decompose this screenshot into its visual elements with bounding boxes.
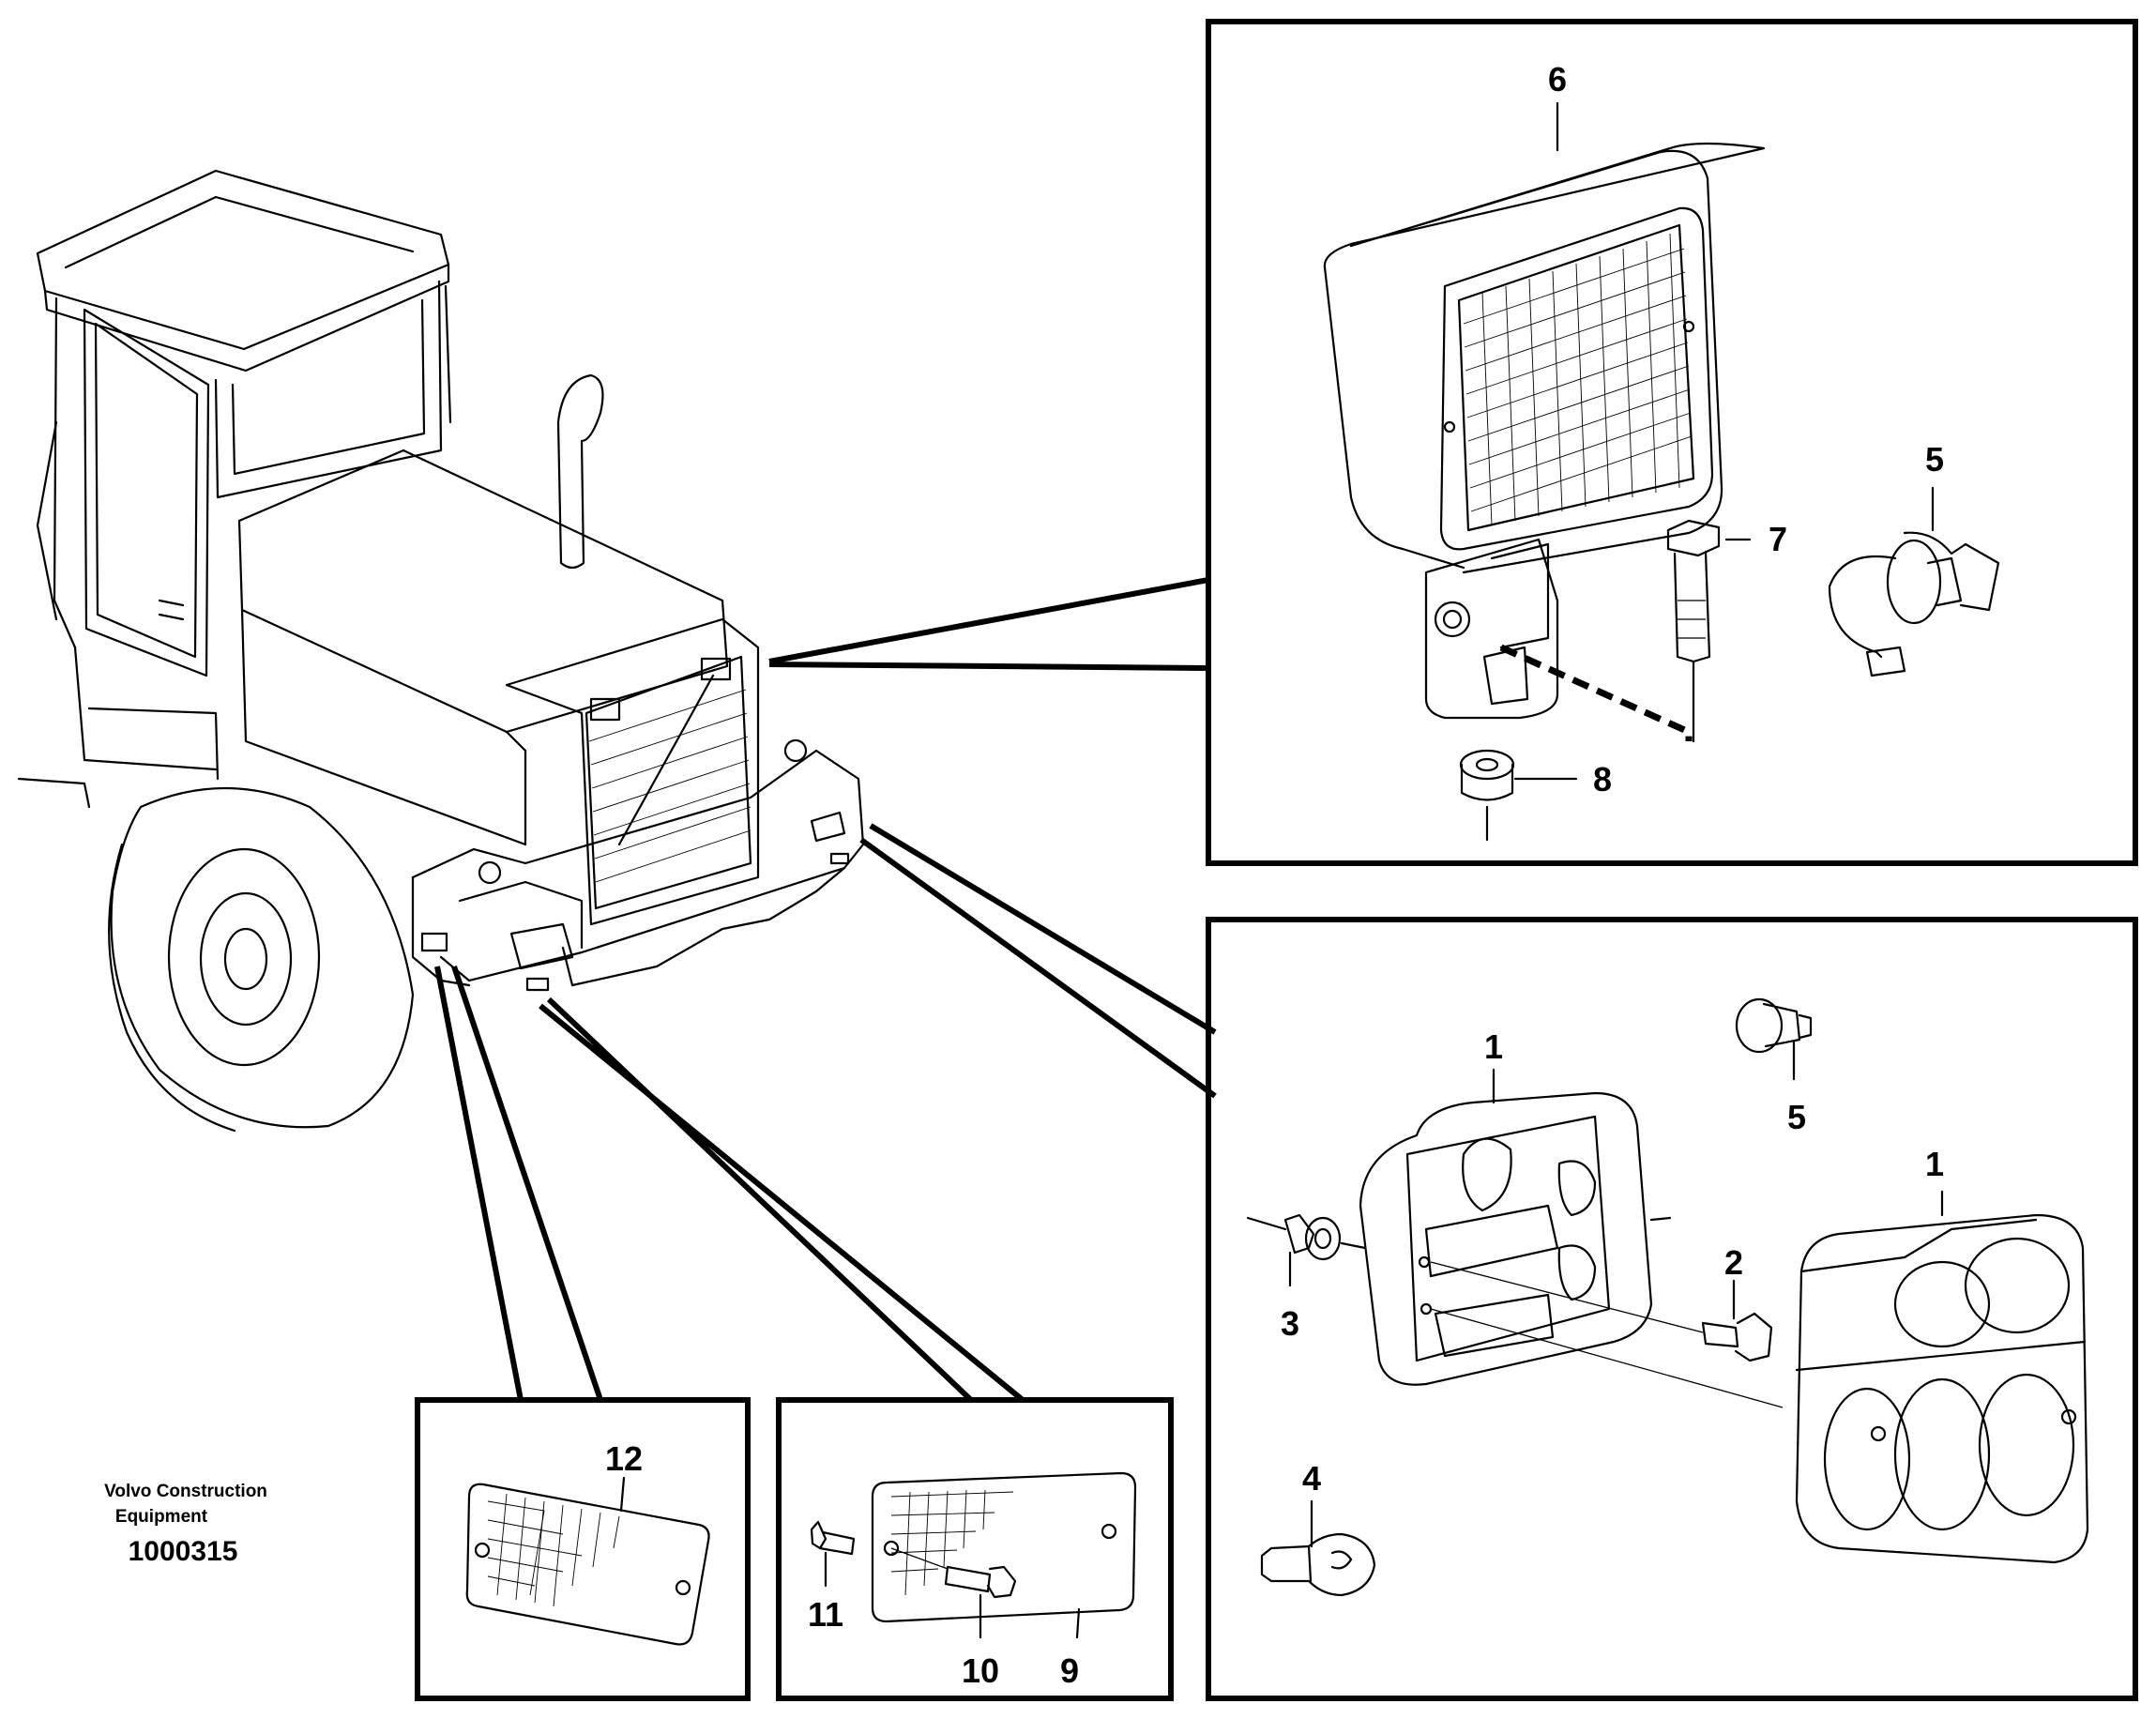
callout-rivet: 11 xyxy=(808,1595,843,1634)
bulb-part-5 xyxy=(1735,997,1813,1081)
front-reflector-part-9 xyxy=(871,1471,1137,1639)
callout-screw-right: 2 xyxy=(1724,1243,1743,1282)
leader-lines xyxy=(434,577,1217,1403)
callout-bulb-small: 5 xyxy=(1787,1098,1806,1136)
bolt-part-7 xyxy=(1666,519,1752,743)
caption-company-line1: Volvo Construction xyxy=(104,1482,267,1501)
frame-work-light xyxy=(1206,19,2138,866)
callout-reflector-front: 9 xyxy=(1060,1651,1079,1690)
frame-direction-lamp xyxy=(1206,917,2138,1701)
screw-part-10 xyxy=(890,1547,1017,1639)
bulb-holder-part-5 xyxy=(1828,486,2000,677)
lamp-lens-part-1 xyxy=(1795,1190,2089,1564)
callout-lamp-lens: 1 xyxy=(1925,1145,1944,1183)
callout-nut: 8 xyxy=(1593,760,1612,799)
callout-bolt-top: 7 xyxy=(1769,520,1787,558)
callout-screw-left: 3 xyxy=(1281,1304,1299,1343)
caption-company-line2: Equipment xyxy=(115,1507,208,1527)
lamp-housing-part-1 xyxy=(1359,1091,1784,1408)
work-light-assembly xyxy=(1323,142,1766,741)
frame-side-reflector xyxy=(415,1397,751,1701)
nut-part-8 xyxy=(1459,749,1578,842)
callout-reflector-side: 12 xyxy=(605,1439,643,1478)
rivet-part-11 xyxy=(810,1520,856,1588)
frame-front-reflector xyxy=(776,1397,1174,1701)
callout-bulb-holder: 5 xyxy=(1925,440,1944,479)
bulb-part-4 xyxy=(1260,1499,1376,1597)
callout-lamp-housing: 1 xyxy=(1484,1027,1503,1066)
callout-bulb-large: 4 xyxy=(1302,1459,1321,1498)
document-number: 1000315 xyxy=(129,1536,238,1567)
screw-part-2 xyxy=(1701,1279,1773,1362)
wheel-loader-illustration xyxy=(17,169,865,1133)
callout-work-light: 6 xyxy=(1548,60,1567,99)
screw-part-3 xyxy=(1246,1213,1367,1287)
callout-screw-reflector: 10 xyxy=(962,1651,999,1690)
side-reflector-part-12 xyxy=(465,1476,710,1646)
